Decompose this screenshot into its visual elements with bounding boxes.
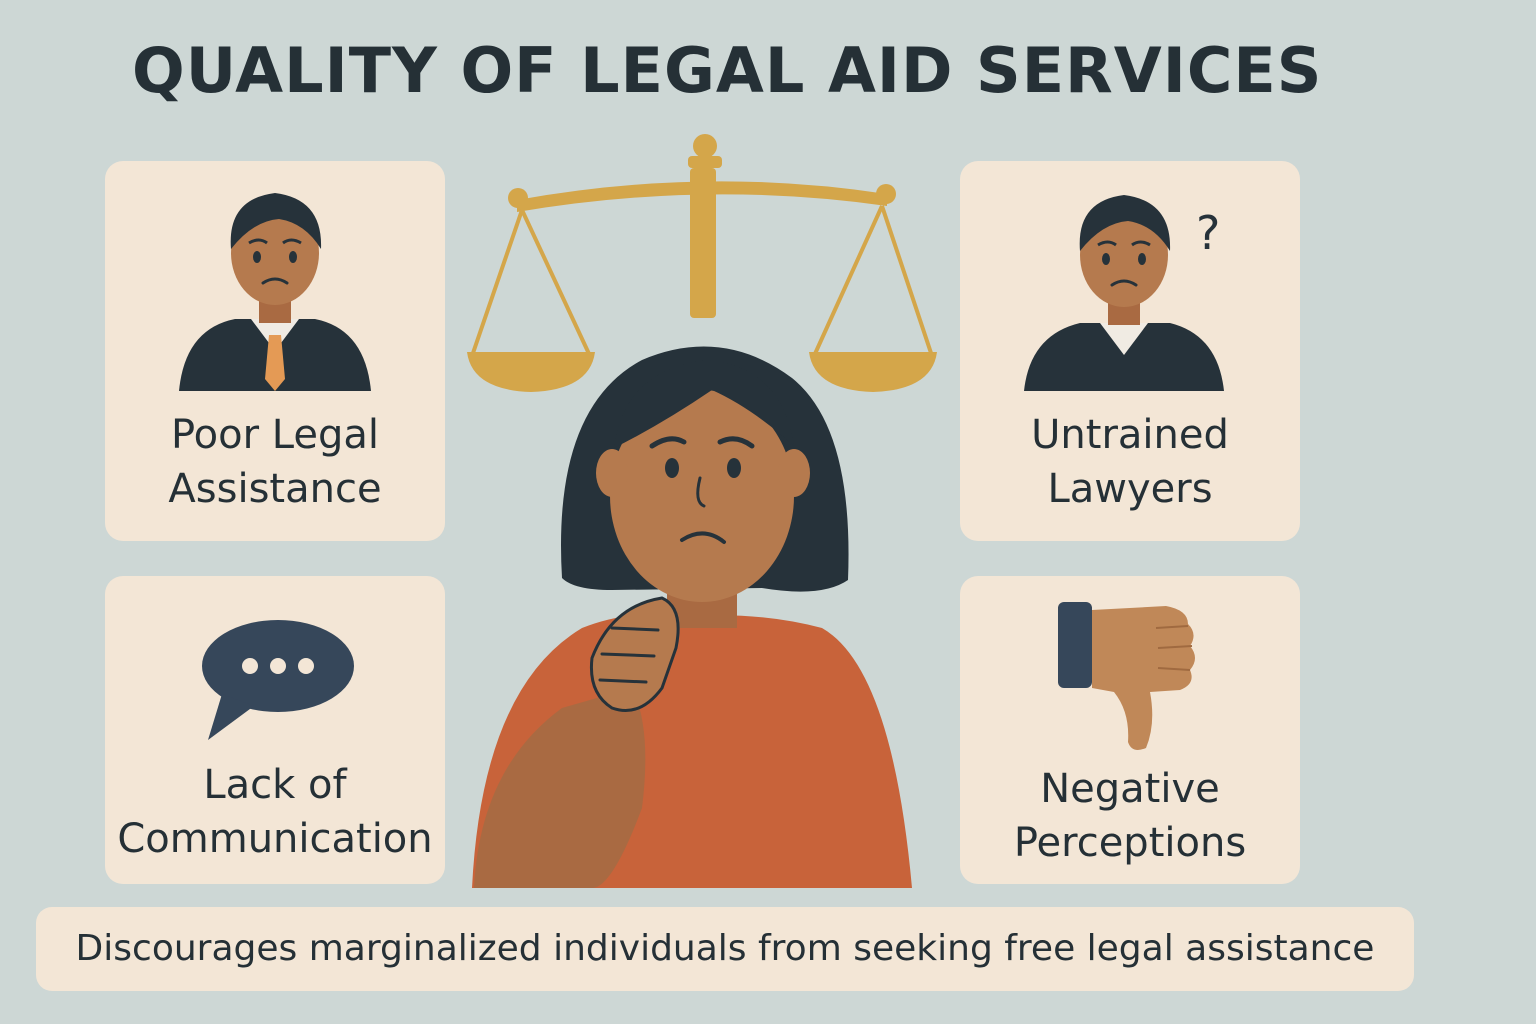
summary-banner: Discourages marginalized individuals fro… [36, 907, 1414, 991]
speech-bubble-icon [202, 620, 354, 740]
card-label-line: Perceptions [1013, 820, 1247, 866]
card-label-line: Lack of [203, 762, 347, 808]
scales-of-justice-icon [467, 134, 937, 392]
card-label-line: Lawyers [1047, 466, 1213, 512]
confused-lawyer-icon: ? [1024, 195, 1224, 391]
card-negative-perceptions: Negative Perceptions [960, 576, 1300, 884]
card-label: Poor Legal Assistance [105, 408, 445, 516]
card-label: Negative Perceptions [960, 762, 1300, 870]
card-label-line: Assistance [168, 466, 382, 512]
card-label-line: Poor Legal [170, 412, 379, 458]
page-title: QUALITY OF LEGAL AID SERVICES [132, 34, 1323, 107]
card-label-line: Communication [117, 816, 433, 862]
card-untrained-lawyers: ? Untrained Lawyers [960, 161, 1300, 541]
card-label-line: Untrained [1031, 412, 1229, 458]
lawyer-suit-icon [179, 193, 371, 391]
thumbs-down-icon [1058, 602, 1195, 750]
card-label: Lack of Communication [105, 758, 445, 866]
card-lack-of-communication: Lack of Communication [105, 576, 445, 884]
card-poor-legal-assistance: Poor Legal Assistance [105, 161, 445, 541]
worried-woman-icon [472, 346, 912, 888]
question-mark-icon: ? [1196, 206, 1220, 260]
woman-with-scales-illustration [467, 134, 937, 888]
card-label: Untrained Lawyers [960, 408, 1300, 516]
card-label-line: Negative [1040, 766, 1220, 812]
